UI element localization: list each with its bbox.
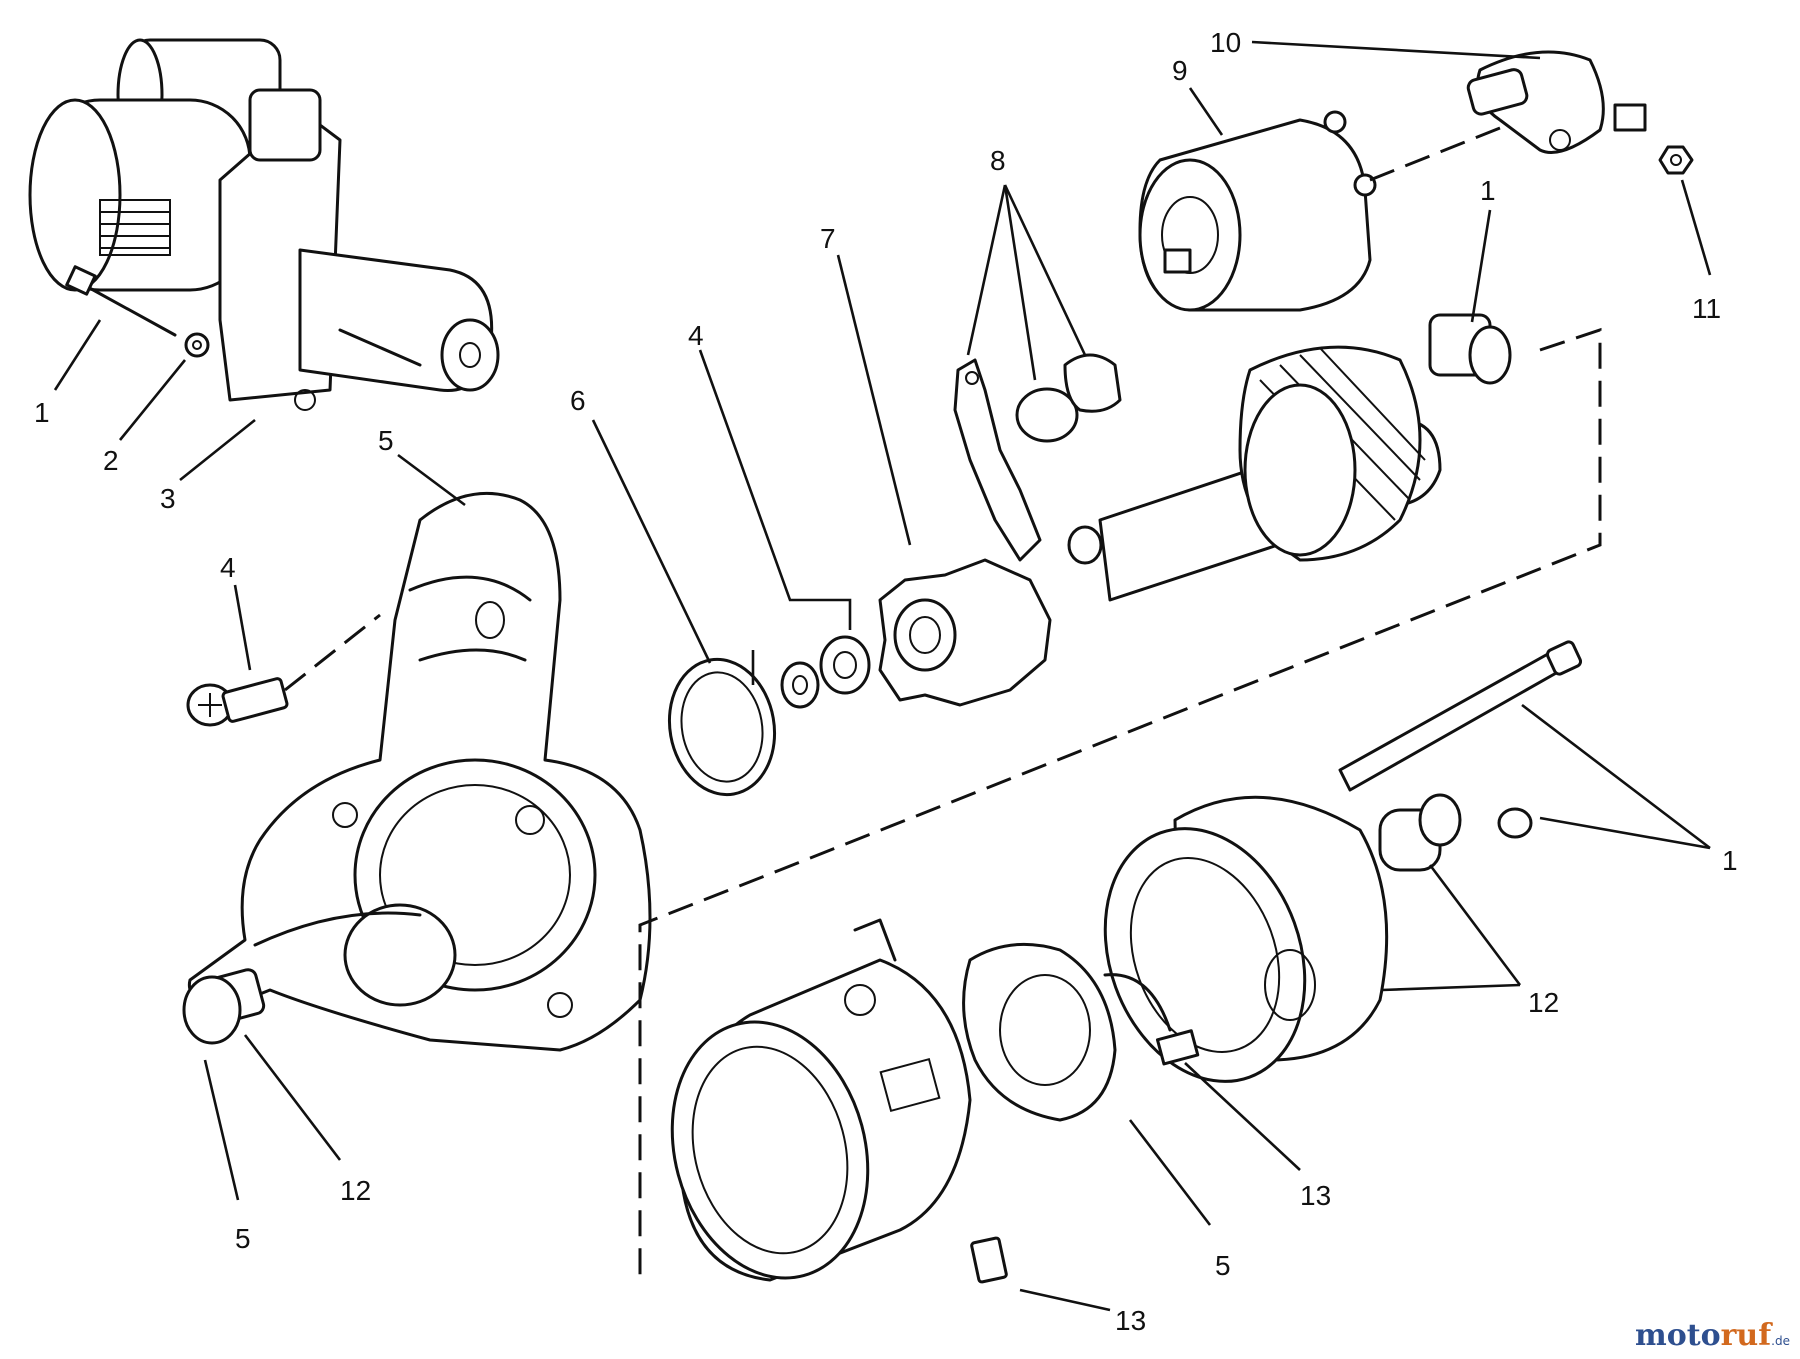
hex-nut bbox=[1658, 145, 1694, 175]
brush bbox=[970, 1236, 1008, 1284]
drive-end-housing bbox=[182, 491, 652, 1052]
end-frame bbox=[1103, 795, 1389, 1083]
through-bolt bbox=[1338, 640, 1583, 792]
callout-7: 7 bbox=[820, 223, 836, 254]
shift-lever-set bbox=[953, 353, 1122, 562]
armature bbox=[1067, 313, 1512, 602]
callout-1: 1 bbox=[1722, 845, 1738, 876]
pinion-gear bbox=[878, 558, 1052, 707]
callout-1: 1 bbox=[34, 397, 50, 428]
callout-5: 5 bbox=[1215, 1250, 1231, 1281]
callout-4: 4 bbox=[688, 320, 704, 351]
callout-12: 12 bbox=[340, 1175, 371, 1206]
small-screw bbox=[1497, 807, 1533, 839]
callout-3: 3 bbox=[160, 483, 176, 514]
brush-holder bbox=[962, 942, 1200, 1122]
leader-lines bbox=[53, 40, 1712, 1312]
callout-2: 2 bbox=[103, 445, 119, 476]
assembled-starter bbox=[28, 38, 500, 411]
field-yoke bbox=[670, 918, 972, 1282]
callout-9: 9 bbox=[1172, 55, 1188, 86]
callout-11: 11 bbox=[1692, 293, 1721, 324]
mounting-bolt bbox=[186, 613, 381, 727]
callout-6: 6 bbox=[570, 385, 586, 416]
callout-5: 5 bbox=[378, 425, 394, 456]
callout-10: 10 bbox=[1210, 27, 1241, 58]
terminal-cover bbox=[1466, 50, 1647, 154]
callout-13: 13 bbox=[1300, 1180, 1331, 1211]
stop-collar-set bbox=[780, 635, 871, 709]
thrust-washer bbox=[667, 657, 777, 797]
callout-8: 8 bbox=[990, 145, 1006, 176]
bushing bbox=[1378, 793, 1462, 872]
callout-4: 4 bbox=[220, 552, 236, 583]
callout-12: 12 bbox=[1528, 987, 1559, 1018]
callout-13: 13 bbox=[1115, 1305, 1146, 1336]
svg-text:motoruf.de: motoruf.de bbox=[1635, 1318, 1790, 1353]
solenoid bbox=[1138, 110, 1521, 312]
callout-1: 1 bbox=[1480, 175, 1496, 206]
watermark-logo: motoruf.de bbox=[1635, 1318, 1790, 1353]
callout-labels: 1 2 3 5 4 6 4 7 8 9 10 1 11 1 12 13 5 12… bbox=[34, 27, 1738, 1336]
callout-5: 5 bbox=[235, 1223, 251, 1254]
